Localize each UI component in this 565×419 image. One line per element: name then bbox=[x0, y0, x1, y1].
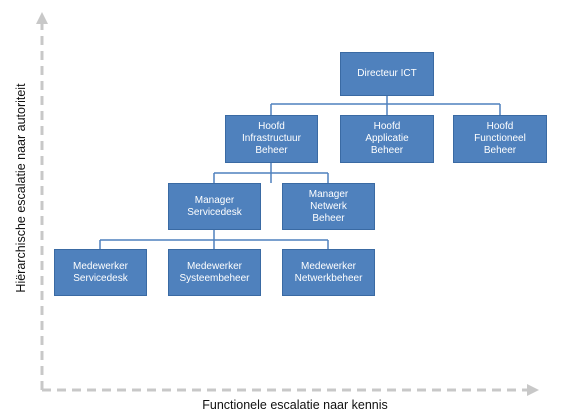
box-medewerker-netwerkbeheer: Medewerker Netwerkbeheer bbox=[282, 249, 375, 296]
box-medewerker-servicedesk: Medewerker Servicedesk bbox=[54, 249, 147, 296]
box-hoofd-infrastructuur-beheer: Hoofd Infrastructuur Beheer bbox=[225, 115, 318, 163]
box-directeur-ict: Directeur ICT bbox=[340, 52, 434, 96]
box-hoofd-applicatie-beheer: Hoofd Applicatie Beheer bbox=[340, 115, 434, 163]
box-manager-servicedesk: Manager Servicedesk bbox=[168, 183, 261, 230]
box-manager-netwerk-beheer: Manager Netwerk Beheer bbox=[282, 183, 375, 230]
box-medewerker-systeembeheer: Medewerker Systeembeheer bbox=[168, 249, 261, 296]
y-axis-label: Hiërarchische escalatie naar autoriteit bbox=[14, 83, 28, 293]
x-axis-arrow bbox=[527, 384, 539, 396]
x-axis-label: Functionele escalatie naar kennis bbox=[202, 398, 388, 412]
box-hoofd-functioneel-beheer: Hoofd Functioneel Beheer bbox=[453, 115, 547, 163]
y-axis-arrow bbox=[36, 12, 48, 24]
